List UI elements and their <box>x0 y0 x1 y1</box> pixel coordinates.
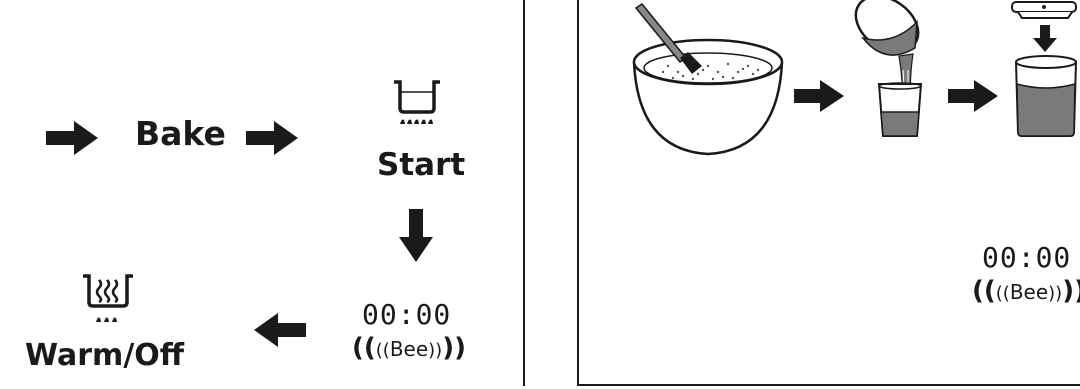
timer-display: 00:00 <box>982 241 1071 274</box>
arrow-down-icon <box>395 207 437 265</box>
bake-label: Bake <box>135 114 226 153</box>
steaming-pot-burner-icon <box>80 272 138 328</box>
arrow-right-icon <box>244 118 300 158</box>
arrow-down-icon <box>1032 24 1058 54</box>
arrow-left-icon <box>250 310 308 350</box>
warm-off-label: Warm/Off <box>25 338 184 373</box>
mixing-bowl-icon <box>628 0 788 160</box>
arrow-right-icon <box>792 78 846 114</box>
cup-icon <box>875 80 925 140</box>
beep-indicator: ((((Bee)))) <box>352 333 466 363</box>
start-label: Start <box>377 147 465 183</box>
pot-burner-icon <box>392 78 442 130</box>
arrow-right-icon <box>946 78 1000 114</box>
lid-icon <box>1010 0 1080 22</box>
arrow-right-icon <box>44 118 100 158</box>
blender-jar-icon <box>1012 52 1080 138</box>
beep-indicator: ((((Bee)))) <box>972 276 1080 306</box>
timer-display: 00:00 <box>362 298 451 331</box>
